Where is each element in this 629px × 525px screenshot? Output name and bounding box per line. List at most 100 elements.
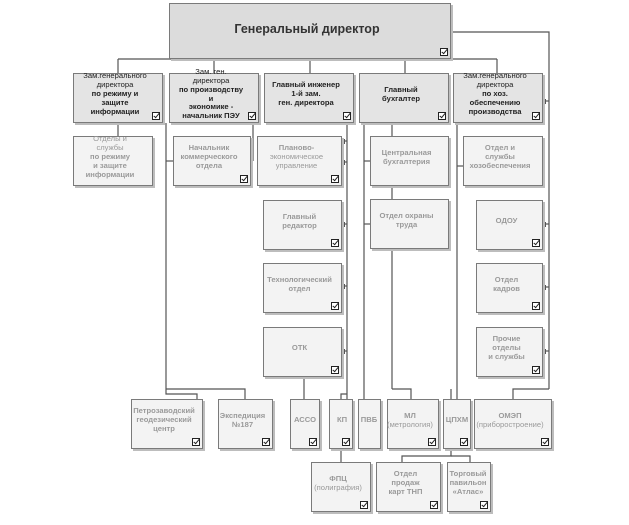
petrozavodsk-center-box: Петрозаводский геодезический центр — [131, 399, 203, 449]
otk-box: ОТК — [263, 327, 342, 377]
checkbox-icon[interactable] — [440, 48, 448, 56]
department-line: Отдел кадров — [493, 274, 520, 293]
department-line: (приборостроение) — [476, 419, 544, 429]
deputy-security-box: Зам.генерального директора по режиму и з… — [73, 71, 163, 123]
deputy-supply-line: Зам.генерального — [463, 71, 527, 81]
chief-engineer-line: Главный инженер — [272, 80, 340, 90]
checkbox-icon[interactable] — [430, 501, 438, 509]
tsphm-box: ЦПХМ — [443, 399, 471, 449]
department-line: карт ТНП — [388, 486, 423, 496]
hr-dept-box: Отдел кадров — [476, 263, 543, 313]
checkbox-icon[interactable] — [331, 175, 339, 183]
department-line: редактор — [282, 220, 317, 230]
checkbox-icon[interactable] — [192, 438, 200, 446]
department-line: Планово- — [278, 143, 315, 153]
checkbox-icon[interactable] — [360, 501, 368, 509]
commercial-dept-box: Начальник коммерческого отдела — [173, 136, 251, 186]
checkbox-icon[interactable] — [428, 438, 436, 446]
department-line: геодезический — [136, 415, 192, 425]
other-dept-box: Прочие отделы и службы — [476, 327, 543, 377]
department-line: Отделы и службы — [93, 134, 127, 153]
deputy-security-line: информации — [90, 106, 140, 116]
department-line: бухгалтерия — [382, 156, 431, 166]
department-line: Прочие отделы — [492, 334, 521, 353]
checkbox-icon[interactable] — [480, 501, 488, 509]
department-line: ФПЦ — [329, 473, 347, 483]
security-services-box: Отделы и службы по режиму и защите инфор… — [73, 134, 153, 186]
checkbox-icon[interactable] — [343, 112, 351, 120]
planning-dept-box: Планово- экономическое управление — [257, 136, 342, 186]
department-line: ПВБ — [360, 415, 378, 425]
department-line: ЦПХМ — [445, 415, 469, 425]
checkbox-icon[interactable] — [331, 239, 339, 247]
checkbox-icon[interactable] — [331, 302, 339, 310]
chief-accountant-box: Главный бухгалтер — [359, 73, 449, 123]
department-line: (метрология) — [387, 419, 433, 429]
department-line: Центральная — [381, 147, 432, 157]
checkbox-icon[interactable] — [331, 366, 339, 374]
department-line: Отдел и службы — [484, 143, 516, 162]
department-line: отдела — [195, 160, 223, 170]
chief-engineer-box: Главный инженер 1-й зам. ген. директора — [264, 73, 354, 123]
checkbox-icon[interactable] — [240, 175, 248, 183]
deputy-production-line: по производству и — [178, 84, 244, 103]
department-line: коммерческого — [180, 152, 238, 162]
department-line: Главный — [282, 211, 317, 221]
department-line: экономическое — [269, 152, 324, 162]
chief-engineer-line: 1-й зам. — [291, 89, 321, 99]
department-line: информации — [85, 169, 135, 179]
deputy-production-line: начальник ПЭУ — [182, 111, 240, 121]
department-line: КП — [336, 415, 348, 425]
checkbox-icon[interactable] — [309, 438, 317, 446]
checkbox-icon[interactable] — [532, 302, 540, 310]
deputy-supply-box: Зам.генерального директора по хоз. обесп… — [453, 71, 543, 123]
odou-box: ОДОУ — [476, 200, 543, 250]
department-line: ОМЭП — [498, 410, 522, 420]
deputy-security-line: Зам.генерального — [83, 71, 147, 81]
checkbox-icon[interactable] — [438, 112, 446, 120]
chief-accountant-line: бухгалтер — [382, 93, 420, 103]
checkbox-icon[interactable] — [460, 438, 468, 446]
department-line: МЛ — [404, 410, 416, 420]
tech-dept-box: Технологический отдел — [263, 263, 342, 313]
chief-engineer-line: ген. директора — [278, 97, 334, 107]
department-line: Начальник — [188, 143, 230, 153]
department-line: труда — [395, 219, 418, 229]
map-sales-box: Отдел продаж карт ТНП — [376, 462, 441, 512]
department-line: Торговый — [449, 469, 487, 479]
chief-editor-box: Главный редактор — [263, 200, 342, 250]
checkbox-icon[interactable] — [532, 366, 540, 374]
kp-box: КП — [329, 399, 353, 449]
department-line: и защите — [93, 160, 127, 170]
department-line: №187 — [231, 419, 254, 429]
checkbox-icon[interactable] — [248, 112, 256, 120]
checkbox-icon[interactable] — [342, 438, 350, 446]
department-line: Петрозаводский — [133, 406, 195, 416]
department-line: павильон — [449, 478, 487, 488]
department-line: ОТК — [291, 343, 308, 353]
asso-box: АССО — [290, 399, 320, 449]
department-line: хозобеспечения — [469, 160, 531, 170]
checkbox-icon[interactable] — [262, 438, 270, 446]
checkbox-icon[interactable] — [532, 239, 540, 247]
checkbox-icon[interactable] — [152, 112, 160, 120]
general-director-box: Генеральный директор — [169, 3, 451, 59]
department-line: центр — [153, 423, 175, 433]
deputy-security-line: директора — [96, 80, 134, 90]
deputy-supply-line: по хоз. обеспечению — [469, 89, 521, 107]
department-line: (полиграфия) — [314, 482, 362, 492]
department-line: «Атлас» — [452, 486, 484, 496]
deputy-supply-line: производства — [468, 106, 522, 116]
department-line: АССО — [294, 415, 316, 425]
atlas-pavilion-box: Торговый павильон «Атлас» — [447, 462, 491, 512]
department-line: ОДОУ — [495, 216, 518, 226]
department-line: управление — [275, 160, 318, 170]
ml-box: МЛ (метрология) — [387, 399, 439, 449]
pvb-box: ПВБ — [358, 399, 381, 449]
checkbox-icon[interactable] — [532, 112, 540, 120]
checkbox-icon[interactable] — [541, 438, 549, 446]
expedition-box: Экспедиция №187 — [218, 399, 273, 449]
deputy-production-line: экономике - — [188, 102, 234, 112]
general-director-title: Генеральный директор — [234, 21, 380, 36]
